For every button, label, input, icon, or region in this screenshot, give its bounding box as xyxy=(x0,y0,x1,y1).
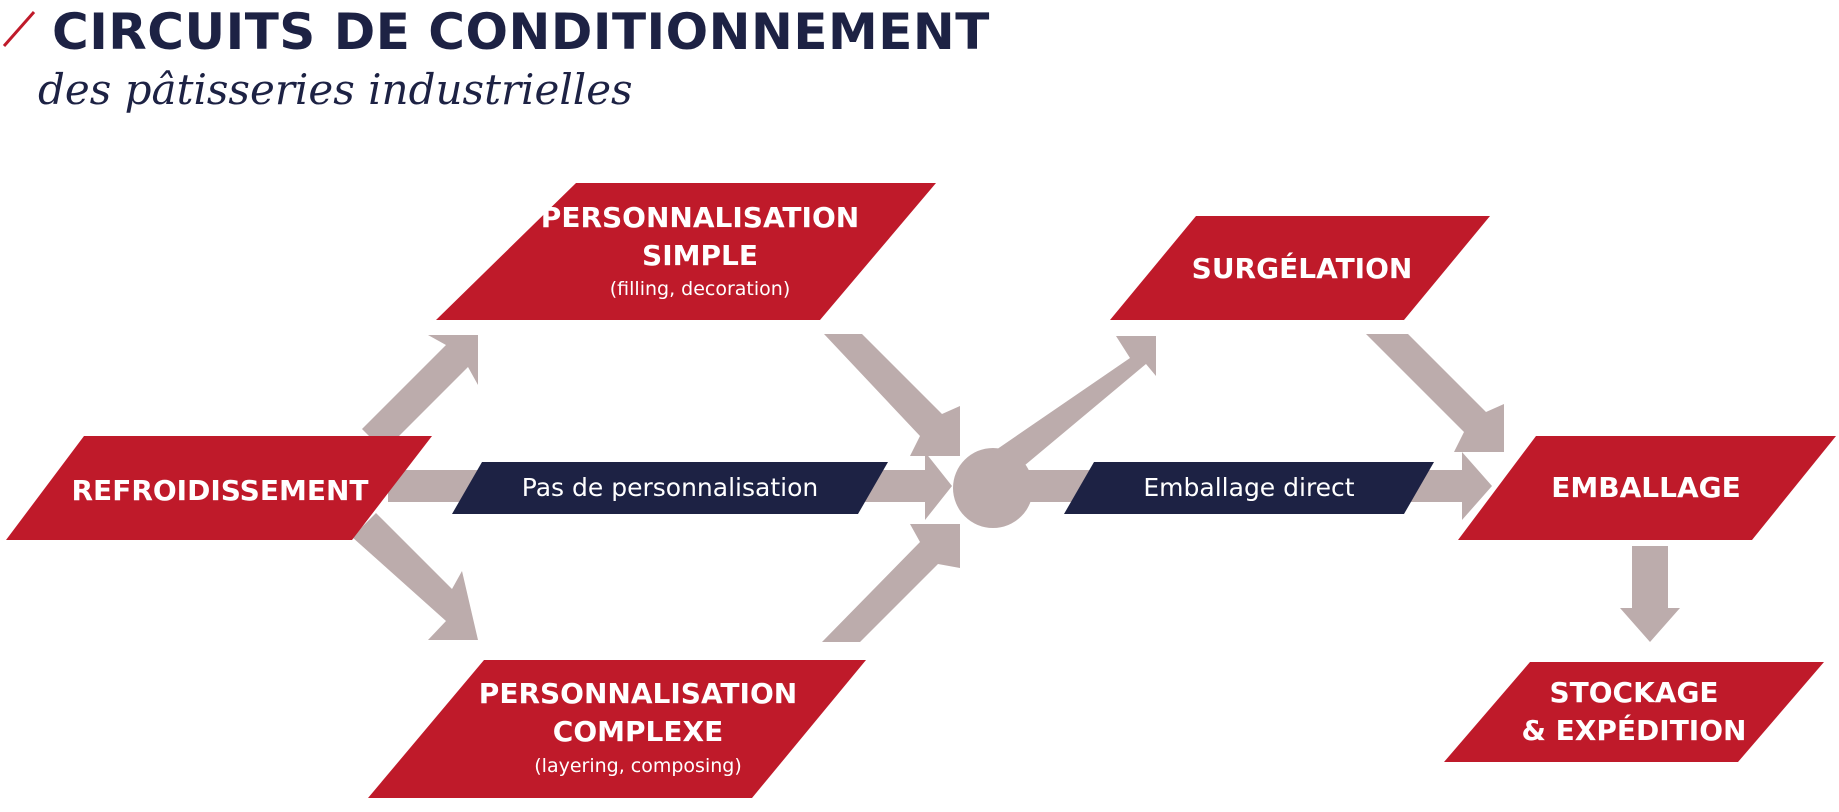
hub-node xyxy=(953,448,1033,528)
step-personnalisation-simple-note: (filling, decoration) xyxy=(610,278,790,300)
header: CIRCUITS DE CONDITIONNEMENT des pâtisser… xyxy=(0,0,989,140)
arrow-complexe-to-hub xyxy=(822,524,960,642)
path-pas-de-personnalisation-label: Pas de personnalisation xyxy=(522,473,818,502)
arrow-simple-to-hub xyxy=(824,334,960,456)
path-emballage-direct: Emballage direct xyxy=(1064,462,1434,514)
path-emballage-direct-label: Emballage direct xyxy=(1143,473,1354,502)
step-emballage-label: EMBALLAGE xyxy=(1551,471,1740,504)
arrow-refroidissement-to-complexe xyxy=(352,513,478,640)
arrow-emballage-to-stockage xyxy=(1620,546,1680,642)
arrow-hub-to-surgelation xyxy=(990,336,1156,476)
arrow-surgelation-to-emballage xyxy=(1366,334,1504,452)
step-stockage-expedition-line1: STOCKAGE xyxy=(1549,676,1718,709)
step-emballage: EMBALLAGE xyxy=(1458,436,1836,540)
step-personnalisation-complexe: PERSONNALISATION COMPLEXE (layering, com… xyxy=(368,660,866,798)
step-personnalisation-complexe-line2: COMPLEXE xyxy=(553,715,723,748)
slash-accent-icon xyxy=(2,11,36,47)
step-personnalisation-simple-line1: PERSONNALISATION xyxy=(541,201,859,234)
step-surgelation: SURGÉLATION xyxy=(1110,216,1490,320)
step-refroidissement: REFROIDISSEMENT xyxy=(6,436,432,540)
step-personnalisation-complexe-line1: PERSONNALISATION xyxy=(479,677,797,710)
page-subtitle: des pâtisseries industrielles xyxy=(38,65,633,114)
arrow-refroidissement-to-simple xyxy=(362,335,478,451)
step-personnalisation-simple: PERSONNALISATION SIMPLE (filling, decora… xyxy=(436,183,936,320)
step-personnalisation-complexe-note: (layering, composing) xyxy=(534,755,742,777)
path-pas-de-personnalisation: Pas de personnalisation xyxy=(452,462,888,514)
step-personnalisation-simple-line2: SIMPLE xyxy=(642,239,758,272)
step-stockage-expedition-line2: & EXPÉDITION xyxy=(1522,713,1747,747)
step-refroidissement-label: REFROIDISSEMENT xyxy=(72,474,369,507)
step-stockage-expedition: STOCKAGE & EXPÉDITION xyxy=(1444,662,1824,762)
step-surgelation-label: SURGÉLATION xyxy=(1192,251,1413,285)
page-title: CIRCUITS DE CONDITIONNEMENT xyxy=(52,3,990,61)
